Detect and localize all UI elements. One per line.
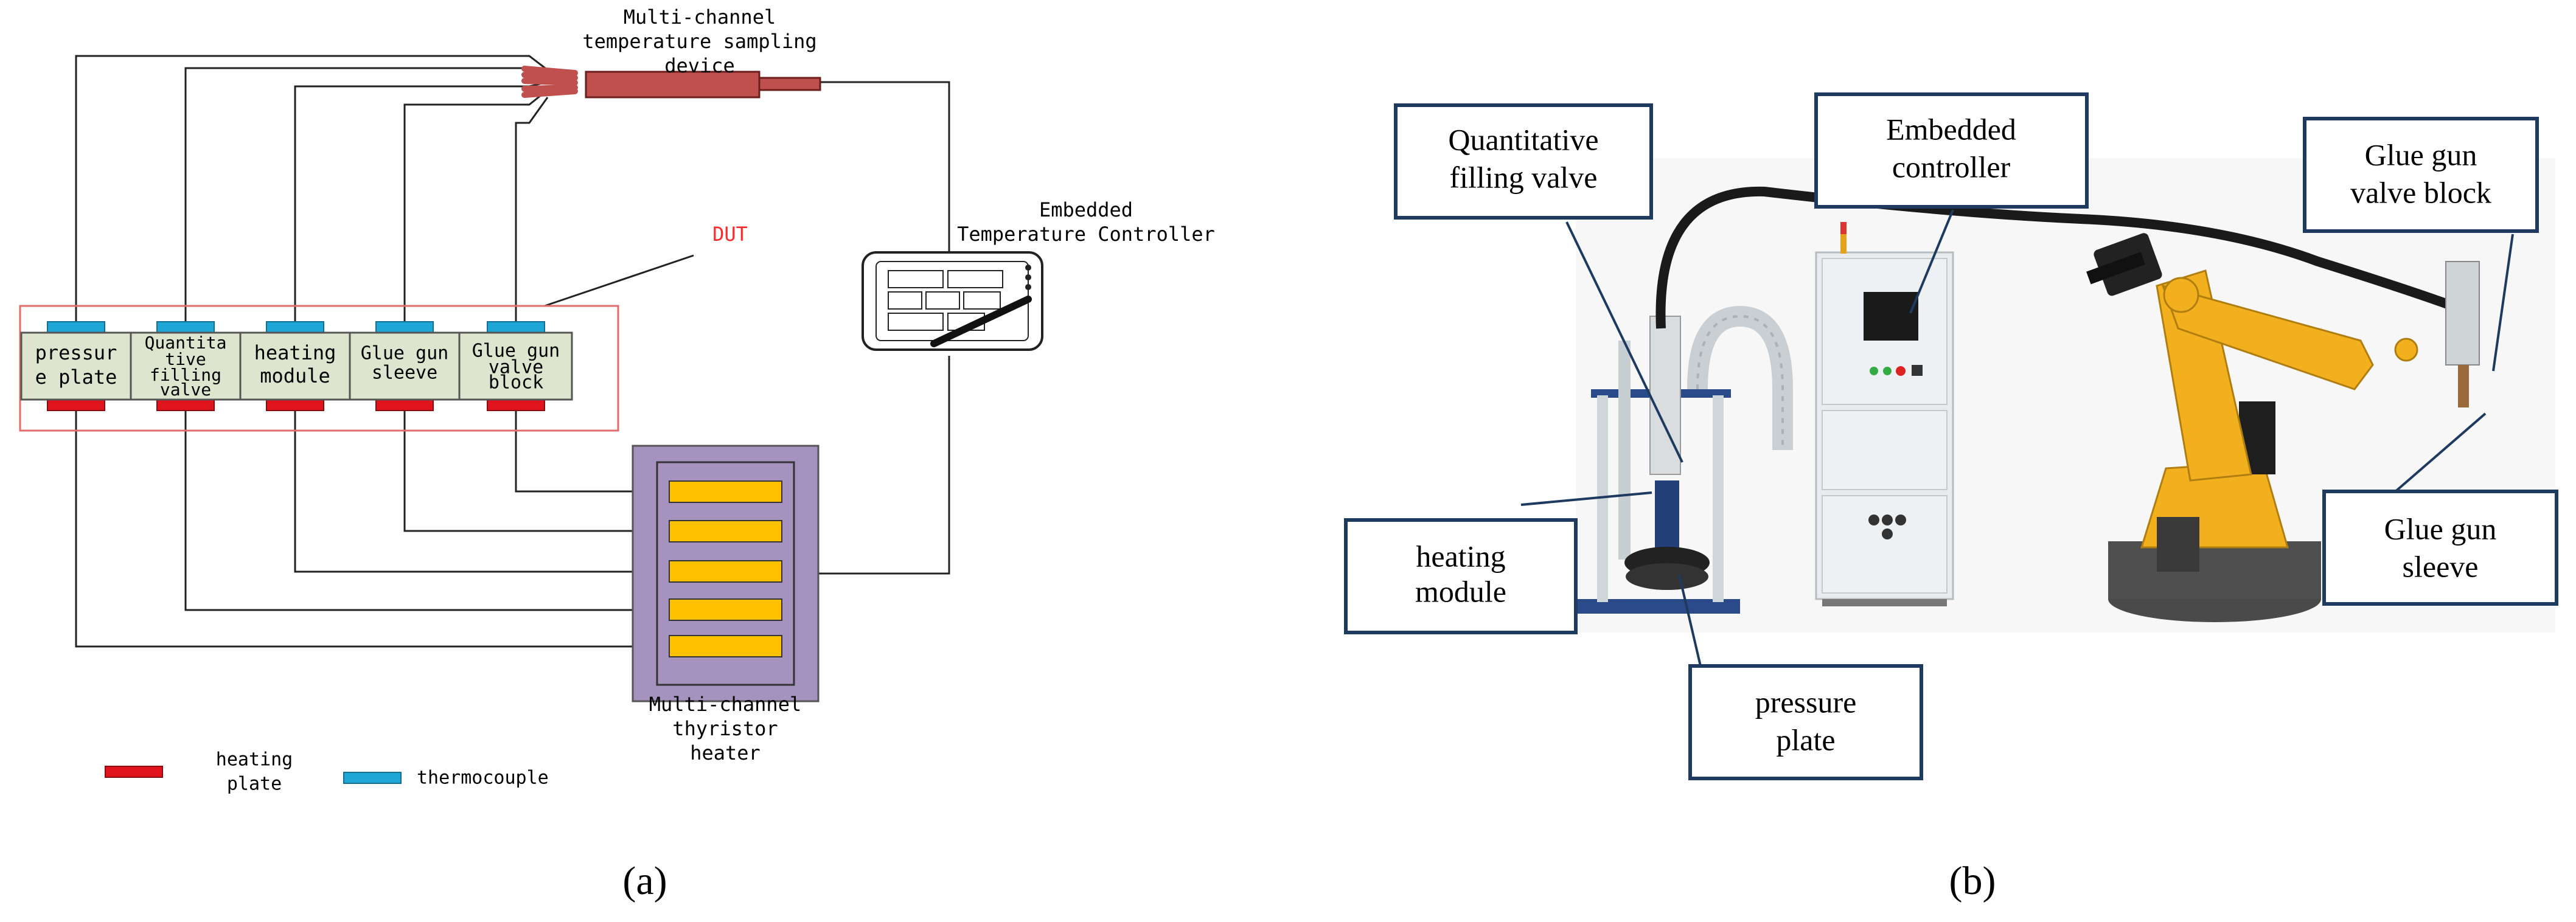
callout-embedded-controller: Embedded controller bbox=[1814, 92, 2089, 209]
callout-label: pressure bbox=[1755, 685, 1857, 719]
module-label: tive bbox=[165, 349, 206, 369]
callout-pressure-plate: pressure plate bbox=[1688, 664, 1923, 780]
module-label: valve bbox=[160, 380, 211, 400]
callout-label: module bbox=[1415, 574, 1506, 608]
thyristor-heater: Multi-channel thyristor heater bbox=[632, 445, 820, 764]
module-glue-gun-sleeve: Glue gun sleeve bbox=[349, 331, 461, 401]
sampler-label-line2: temperature sampling bbox=[582, 30, 816, 53]
sampler-label-line1: Multi-channel bbox=[624, 5, 776, 29]
module-label: sleeve bbox=[372, 362, 437, 384]
module-label: block bbox=[489, 372, 543, 393]
callout-label: valve block bbox=[2350, 175, 2491, 209]
callout-label: heating bbox=[1416, 539, 1505, 573]
thermocouples bbox=[47, 321, 545, 333]
heater-label-line3: heater bbox=[690, 741, 761, 764]
callout-label: controller bbox=[1892, 150, 2011, 184]
callout-label: Glue gun bbox=[2384, 511, 2497, 546]
gluing-machine bbox=[1576, 305, 1793, 614]
controller-label-line1: Embedded bbox=[1039, 198, 1133, 221]
dut-label: DUT bbox=[712, 223, 748, 246]
industrial-robot bbox=[2086, 233, 2480, 622]
legend-heating-line2: plate bbox=[227, 774, 282, 795]
callout-quantitative-filling-valve: Quantitative filling valve bbox=[1394, 103, 1653, 220]
module-label: filling bbox=[150, 365, 221, 385]
module-label: heating bbox=[254, 341, 336, 364]
module-label: pressur bbox=[35, 341, 117, 364]
callout-label: sleeve bbox=[2403, 549, 2479, 583]
legend-heating-swatch bbox=[105, 766, 163, 778]
module-glue-gun-valve-block: Glue gun valve block bbox=[458, 331, 573, 401]
wiring bbox=[75, 55, 950, 648]
module-pressure-plate: pressur e plate bbox=[20, 331, 132, 401]
callout-glue-gun-valve-block: Glue gun valve block bbox=[2303, 117, 2539, 233]
module-label: Glue gun bbox=[472, 341, 560, 362]
callout-lines bbox=[1520, 209, 2514, 667]
callout-glue-gun-sleeve: Glue gun sleeve bbox=[2322, 490, 2558, 606]
legend-heating-line1: heating bbox=[216, 749, 293, 771]
module-label: Quantita bbox=[145, 333, 227, 353]
dut-group: DUT pressur e plate bbox=[19, 223, 748, 432]
module-label: module bbox=[260, 364, 330, 387]
callout-label: plate bbox=[1776, 723, 1835, 757]
embedded-temperature-controller: Embedded Temperature Controller bbox=[862, 198, 1215, 351]
callout-label: Embedded bbox=[1886, 112, 2016, 146]
module-heating-module: heating module bbox=[239, 331, 351, 401]
panel-b-photo: Quantitative filling valve Embedded cont… bbox=[1344, 92, 2558, 903]
temperature-sampling-device: Multi-channel temperature sampling devic… bbox=[521, 5, 821, 99]
module-quantitative-filling-valve: Quantita tive filling valve bbox=[130, 331, 242, 401]
callout-heating-module: heating module bbox=[1344, 518, 1578, 634]
panel-a-diagram: Multi-channel temperature sampling devic… bbox=[19, 5, 1215, 903]
heating-plates bbox=[47, 399, 545, 411]
legend: heating plate thermocouple bbox=[105, 749, 549, 795]
heater-label-line2: thyristor bbox=[672, 717, 778, 740]
glue-hose bbox=[1655, 186, 2466, 329]
legend-thermocouple-label: thermocouple bbox=[417, 768, 549, 789]
heater-channels bbox=[669, 480, 782, 657]
callout-label: Quantitative bbox=[1448, 122, 1598, 156]
callout-label: filling valve bbox=[1450, 160, 1598, 194]
controller-label-line2: Temperature Controller bbox=[957, 223, 1215, 246]
sampler-label-line3: device bbox=[664, 54, 735, 77]
module-label: Glue gun bbox=[361, 343, 449, 364]
legend-thermocouple-swatch bbox=[343, 772, 402, 784]
module-label: e plate bbox=[35, 366, 117, 389]
callout-label: Glue gun bbox=[2365, 137, 2477, 172]
heater-label-line1: Multi-channel bbox=[649, 693, 801, 716]
control-cabinet bbox=[1815, 222, 1954, 606]
caption-b: (b) bbox=[1949, 859, 1996, 903]
module-label: valve bbox=[489, 357, 543, 378]
caption-a: (a) bbox=[622, 859, 667, 903]
